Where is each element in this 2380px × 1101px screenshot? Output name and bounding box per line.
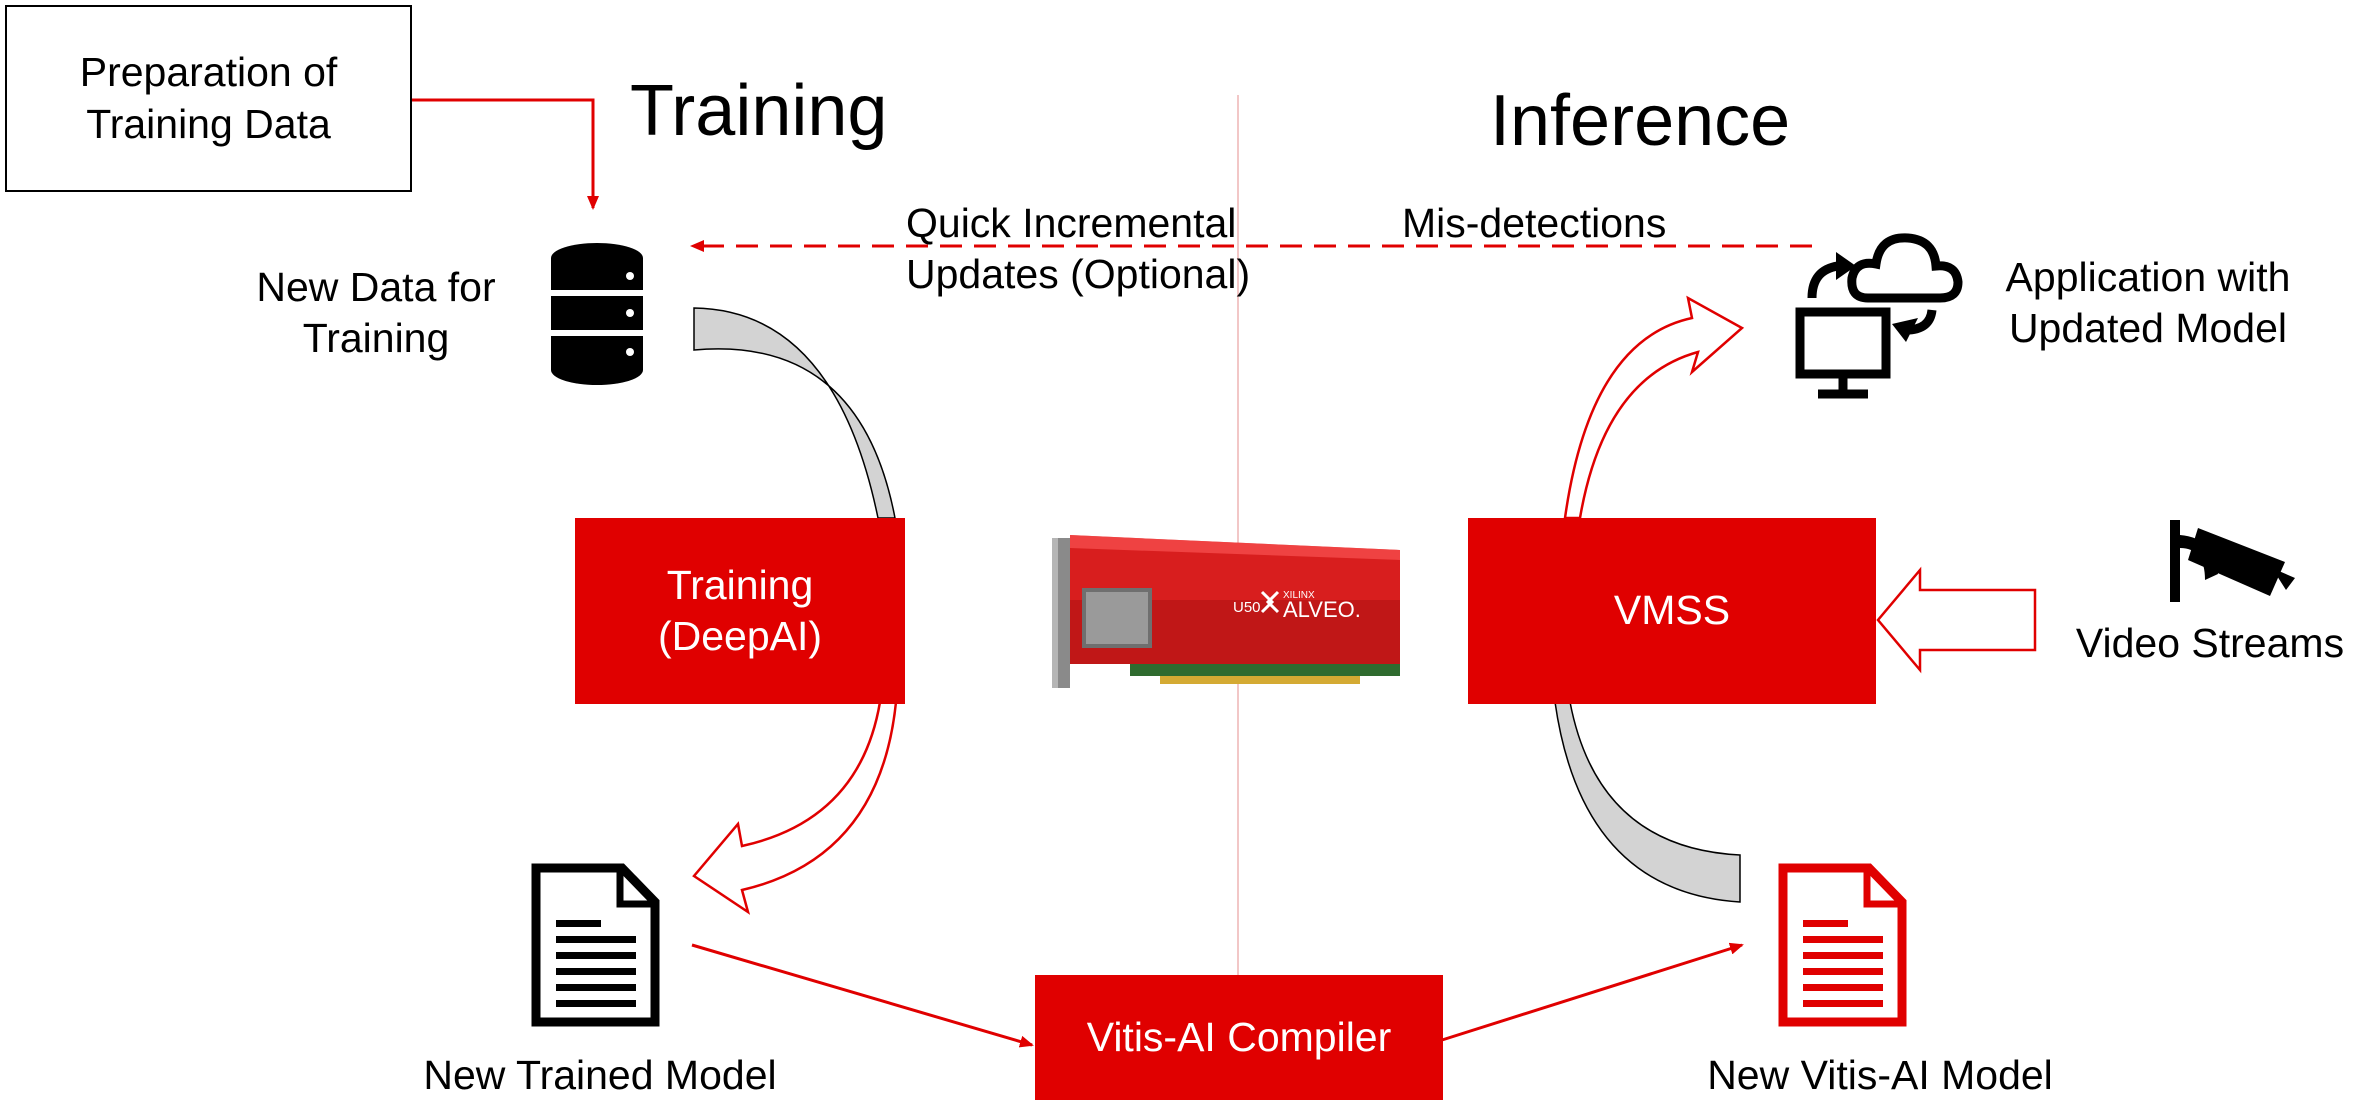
training-box-label: Training (DeepAI): [657, 561, 823, 659]
curve-arrow-vmss-application: [1563, 295, 1745, 520]
database-icon: [551, 243, 643, 385]
training-box: Training (DeepAI): [575, 518, 905, 704]
quick-updates-label: Quick Incremental Updates (Optional): [906, 200, 1251, 298]
vmss-box-label: VMSS: [1613, 587, 1731, 634]
video-streams-label: Video Streams: [2075, 620, 2345, 666]
document-icon: [531, 863, 660, 1027]
new-data-label: New Data for Training: [256, 264, 496, 362]
prep-to-database-arrow: [412, 98, 599, 210]
inference-heading: Inference: [1490, 81, 1791, 161]
sync-arrowhead-2: [1892, 318, 1918, 342]
curve-arrow-vmss-vitis: [1554, 701, 1741, 903]
curve-arrow-training-model: [692, 700, 898, 915]
security-camera-icon: [2170, 520, 2295, 602]
document-red-icon: [1778, 863, 1907, 1027]
card-brand-text: ALVEO.: [1283, 597, 1361, 622]
model-to-compiler-arrow: [691, 943, 1034, 1048]
xilinx-logo-icon: [1260, 590, 1280, 614]
preparation-box: Preparation of Training Data: [5, 5, 412, 192]
misdetections-label: Mis-detections: [1402, 200, 1667, 246]
training-heading: Training: [630, 71, 888, 151]
accelerator-card-image: U50 XILINX ALVEO.: [1052, 535, 1400, 688]
compiler-box: Vitis-AI Compiler: [1035, 975, 1443, 1100]
card-model-text: U50: [1233, 599, 1261, 616]
card-brand-small-text: XILINX: [1283, 590, 1315, 601]
compiler-to-vitis-arrow: [1441, 942, 1744, 1042]
compiler-box-label: Vitis-AI Compiler: [1086, 1013, 1392, 1060]
application-label: Application with Updated Model: [2005, 254, 2291, 352]
new-trained-model-label: New Trained Model: [423, 1052, 777, 1098]
vmss-box: VMSS: [1468, 518, 1876, 704]
preparation-label: Preparation of Training Data: [79, 49, 338, 147]
sync-arrowhead-1: [1836, 252, 1856, 280]
new-vitis-model-label: New Vitis-AI Model: [1707, 1052, 2053, 1098]
cloud-computer-sync-icon: [1795, 233, 1963, 399]
curve-arrow-database-training: [693, 307, 896, 519]
video-to-vmss-arrow: [1876, 566, 2037, 674]
